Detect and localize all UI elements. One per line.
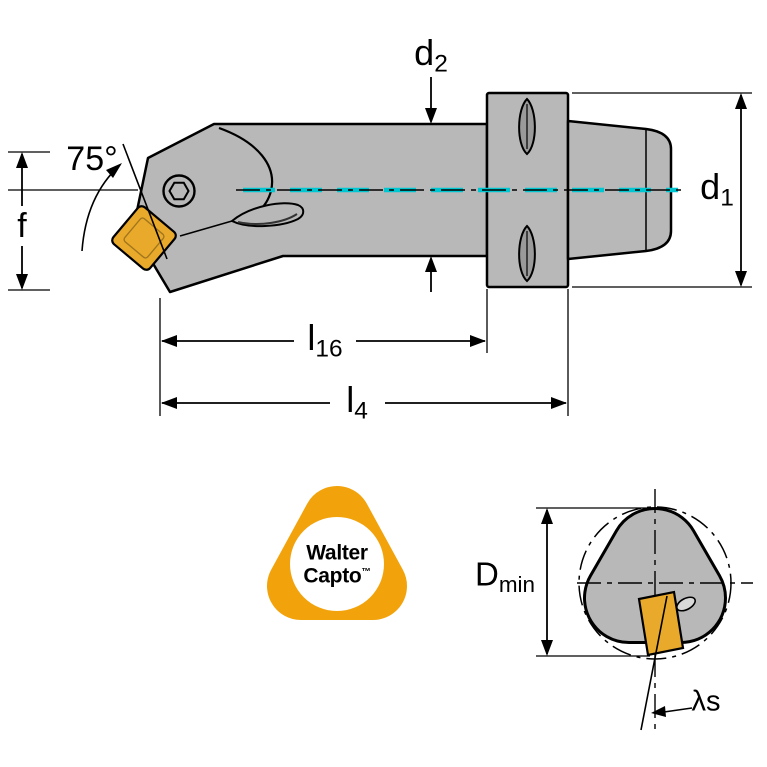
logo-text: Walter Capto™ — [303, 541, 371, 587]
clamp-screw-hex-socket — [168, 181, 190, 201]
tool-end-view — [577, 489, 753, 733]
dmin-dimension-label: Dmin — [475, 555, 535, 597]
dimension-lambda-s — [651, 706, 693, 717]
l4-dimension-label: l4 — [346, 378, 368, 425]
entering-angle-75 — [81, 143, 168, 260]
pocket-edge-line — [179, 220, 233, 237]
entering-angle-value: 75° — [66, 140, 118, 178]
d2-dimension-label: d2 — [414, 31, 448, 78]
dimension-l4 — [161, 289, 569, 416]
logo-inner-circle — [290, 517, 384, 611]
dimension-d1 — [572, 92, 752, 288]
dimension-d2 — [425, 77, 437, 292]
clamp-screw — [162, 174, 196, 208]
f-dimension-label: f — [17, 209, 26, 243]
l16-dimension-label: l16 — [307, 316, 343, 363]
logo-line1: Walter — [306, 541, 368, 565]
dimension-dmin — [536, 507, 653, 657]
walter-capto-logo — [267, 486, 407, 620]
trademark-symbol: ™ — [361, 566, 371, 577]
dimension-l16 — [159, 289, 488, 416]
dimension-f — [8, 151, 50, 291]
f-value: f — [17, 207, 27, 245]
end-view-clamp-hole — [676, 596, 696, 612]
entering-angle-label: 75° — [66, 142, 117, 176]
d1-dimension-label: d1 — [700, 165, 734, 212]
boring-bar-side-view — [111, 91, 673, 294]
lever-slot-shadow — [237, 213, 298, 225]
lambda-s-label: λs — [691, 685, 721, 718]
lambda-inclination-line — [640, 595, 668, 731]
cutting-insert — [111, 205, 177, 271]
logo-line2: Capto™ — [303, 564, 371, 587]
